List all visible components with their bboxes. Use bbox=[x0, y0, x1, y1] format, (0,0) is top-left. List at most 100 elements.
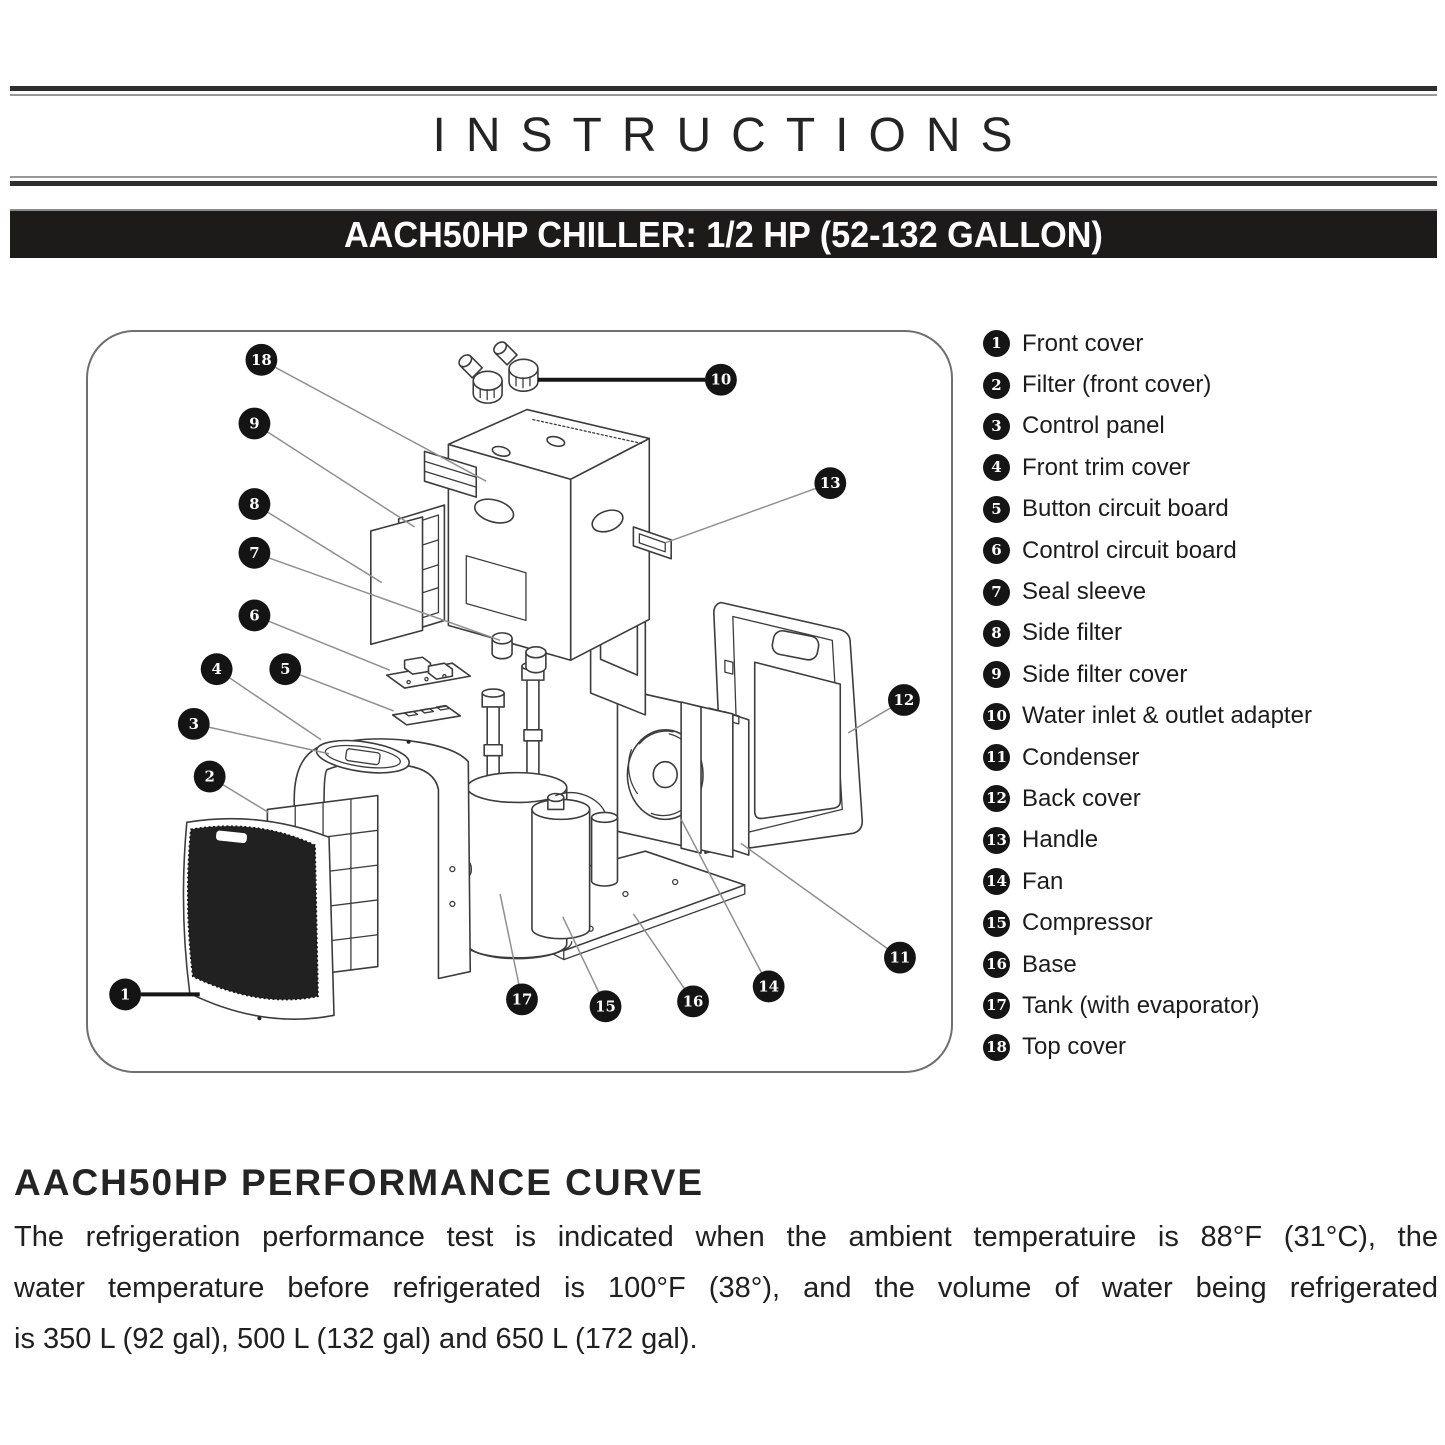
part-number-badge: 5 bbox=[983, 495, 1010, 523]
part-label: Top cover bbox=[1022, 1033, 1127, 1061]
svg-text:14: 14 bbox=[758, 977, 779, 995]
control-panel-part bbox=[315, 739, 411, 774]
part-label: Compressor bbox=[1022, 909, 1153, 937]
fan-part bbox=[616, 687, 734, 858]
parts-list-item: 12 Back cover bbox=[983, 778, 1423, 819]
part-number-badge: 12 bbox=[983, 785, 1010, 813]
parts-list-item: 15 Compressor bbox=[983, 902, 1423, 943]
performance-line-1: The refrigeration performance test is in… bbox=[14, 1221, 1438, 1253]
part-label: Side filter cover bbox=[1022, 660, 1188, 688]
parts-list-item: 5 Button circuit board bbox=[983, 489, 1423, 530]
diagram-callout-7: 7 bbox=[238, 536, 271, 569]
part-number-badge: 16 bbox=[983, 951, 1010, 979]
part-label: Back cover bbox=[1022, 784, 1141, 812]
parts-list-item: 4 Front trim cover bbox=[983, 447, 1423, 488]
parts-list-item: 2 Filter (front cover) bbox=[983, 364, 1423, 405]
diagram-callout-13: 13 bbox=[814, 467, 847, 500]
model-banner: AACH50HP CHILLER: 1/2 HP (52-132 GALLON) bbox=[10, 209, 1437, 258]
part-number-badge: 3 bbox=[983, 412, 1010, 440]
part-label: Condenser bbox=[1022, 743, 1140, 771]
svg-text:4: 4 bbox=[211, 660, 221, 678]
water-adapter-part bbox=[458, 341, 539, 404]
diagram-callout-9: 9 bbox=[238, 407, 271, 440]
svg-text:11: 11 bbox=[890, 949, 911, 967]
part-label: Front cover bbox=[1022, 329, 1144, 357]
parts-list-item: 9 Side filter cover bbox=[983, 654, 1423, 695]
part-label: Fan bbox=[1022, 867, 1064, 895]
part-label: Front trim cover bbox=[1022, 453, 1191, 481]
svg-text:12: 12 bbox=[894, 691, 915, 709]
svg-text:6: 6 bbox=[249, 606, 259, 624]
back-cover-part bbox=[713, 601, 864, 852]
diagram-callout-18: 18 bbox=[245, 343, 278, 376]
svg-text:1: 1 bbox=[120, 985, 130, 1003]
svg-text:16: 16 bbox=[683, 992, 704, 1010]
part-number-badge: 7 bbox=[983, 578, 1010, 606]
svg-text:2: 2 bbox=[204, 768, 214, 786]
svg-text:10: 10 bbox=[711, 371, 732, 389]
performance-heading: AACH50HP PERFORMANCE CURVE bbox=[14, 1162, 705, 1203]
diagram-callout-17: 17 bbox=[506, 983, 538, 1016]
seal-sleeve-part bbox=[491, 632, 547, 674]
parts-list-item: 8 Side filter bbox=[983, 613, 1423, 654]
diagram-callout-8: 8 bbox=[238, 488, 271, 520]
part-label: Control circuit board bbox=[1022, 536, 1237, 564]
svg-text:15: 15 bbox=[595, 997, 616, 1015]
part-number-badge: 13 bbox=[983, 826, 1010, 854]
part-number-badge: 15 bbox=[983, 909, 1010, 937]
top-cover-part bbox=[423, 408, 651, 716]
diagram-callout-6: 6 bbox=[238, 599, 271, 632]
part-label: Seal sleeve bbox=[1022, 578, 1147, 606]
part-number-badge: 1 bbox=[983, 330, 1010, 358]
part-label: Filter (front cover) bbox=[1022, 371, 1212, 399]
exploded-diagram: 18 9 8 7 6 4 5 3 2 1 10 13 bbox=[109, 341, 920, 1023]
parts-list-item: 18 Top cover bbox=[983, 1027, 1423, 1068]
diagram-callout-12: 12 bbox=[888, 684, 920, 716]
diagram-callout-15: 15 bbox=[589, 990, 622, 1023]
part-number-badge: 4 bbox=[983, 454, 1010, 482]
diagram-callout-4: 4 bbox=[200, 653, 233, 686]
part-label: Button circuit board bbox=[1022, 495, 1229, 523]
page-title: INSTRUCTIONS bbox=[432, 109, 1033, 162]
svg-text:9: 9 bbox=[249, 415, 259, 433]
performance-line-3: is 350 L (92 gal), 500 L (132 gal) and 6… bbox=[14, 1323, 698, 1355]
compressor-part bbox=[531, 792, 619, 940]
button-circuit-board-part bbox=[391, 704, 462, 726]
svg-text:13: 13 bbox=[820, 474, 841, 492]
control-circuit-board-part bbox=[385, 656, 472, 689]
parts-list-item: 6 Control circuit board bbox=[983, 530, 1423, 571]
diagram-callout-5: 5 bbox=[269, 653, 302, 686]
part-label: Handle bbox=[1022, 826, 1099, 854]
part-label: Base bbox=[1022, 950, 1077, 978]
diagram-callout-1: 1 bbox=[109, 978, 142, 1011]
part-label: Side filter bbox=[1022, 619, 1123, 647]
handle-part bbox=[632, 526, 672, 560]
diagram-callout-10: 10 bbox=[704, 363, 737, 396]
part-number-badge: 6 bbox=[983, 537, 1010, 565]
diagram-callout-16: 16 bbox=[677, 985, 709, 1018]
part-number-badge: 9 bbox=[983, 661, 1010, 689]
svg-text:5: 5 bbox=[280, 660, 290, 678]
header-rule-bottom bbox=[10, 176, 1437, 186]
part-number-badge: 14 bbox=[983, 868, 1010, 896]
diagram-callout-14: 14 bbox=[752, 970, 785, 1003]
header-rule-top bbox=[10, 86, 1437, 96]
parts-list-item: 14 Fan bbox=[983, 861, 1423, 902]
svg-text:17: 17 bbox=[512, 990, 533, 1008]
svg-text:8: 8 bbox=[249, 495, 259, 513]
parts-list-item: 1 Front cover bbox=[983, 323, 1423, 364]
part-number-badge: 18 bbox=[983, 1033, 1010, 1061]
performance-line-2: water temperature before refrigerated is… bbox=[14, 1272, 1438, 1304]
model-banner-text: AACH50HP CHILLER: 1/2 HP (52-132 GALLON) bbox=[344, 214, 1103, 255]
part-number-badge: 2 bbox=[983, 371, 1010, 399]
part-number-badge: 8 bbox=[983, 619, 1010, 647]
performance-paragraph: The refrigeration performance test is in… bbox=[14, 1212, 1438, 1365]
diagram-callout-2: 2 bbox=[193, 760, 226, 793]
parts-list-item: 13 Handle bbox=[983, 820, 1423, 861]
